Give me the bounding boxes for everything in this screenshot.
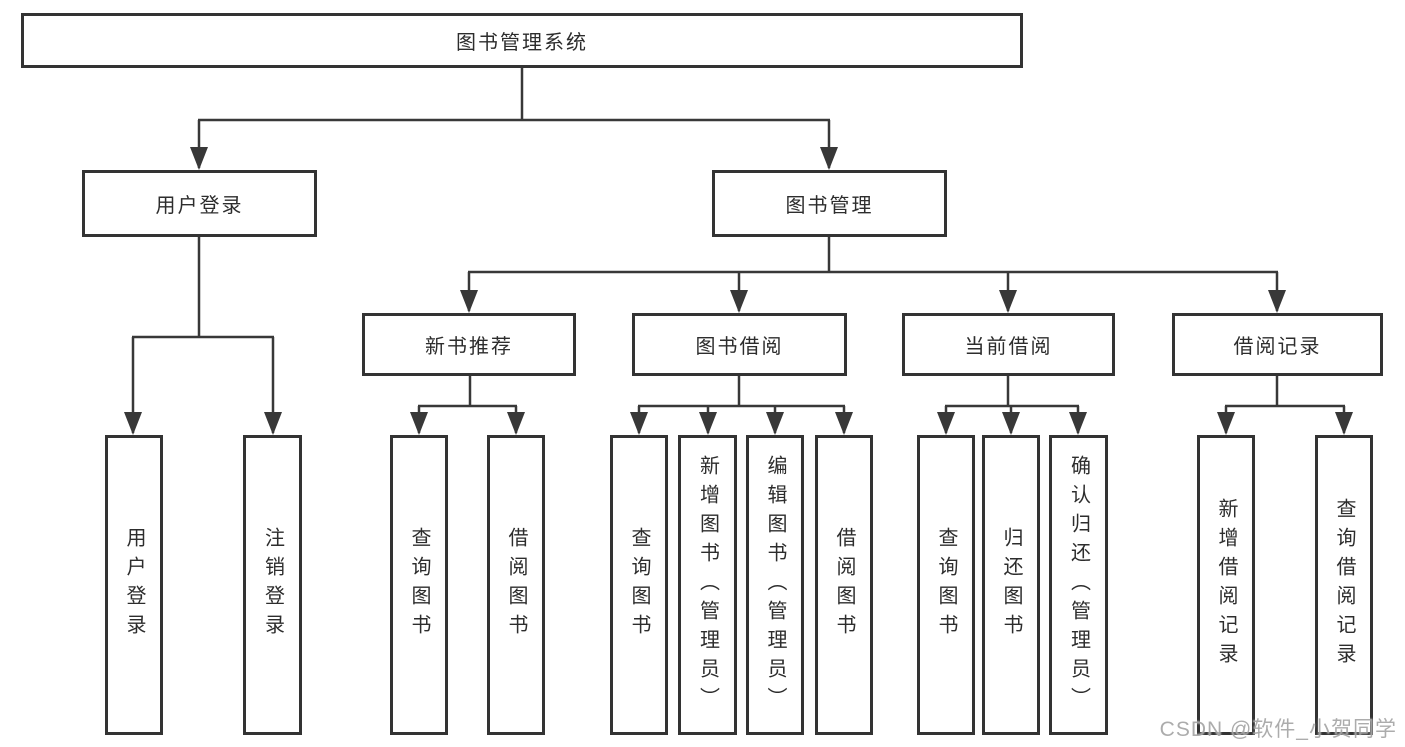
node-leaf-query-books-recommend: 查询图书: [390, 435, 448, 735]
node-book-management: 图书管理: [712, 170, 947, 237]
node-leaf-borrow-books-borrowing: 借阅图书: [815, 435, 873, 735]
node-leaf-add-borrow-record: 新增借阅记录: [1197, 435, 1255, 735]
node-label: 借阅记录: [1233, 336, 1322, 358]
node-user-login: 用户登录: [82, 170, 317, 237]
node-label: 当前借阅: [964, 336, 1053, 358]
node-label: 图书管理系统: [456, 32, 588, 54]
node-label: 新书推荐: [425, 336, 513, 358]
node-leaf-edit-books-admin: 编辑图书（管理员）: [746, 435, 804, 735]
node-leaf-query-books-current: 查询图书: [917, 435, 975, 735]
node-leaf-confirm-return-admin: 确认归还（管理员）: [1049, 435, 1108, 735]
node-leaf-logout: 注销登录: [243, 435, 302, 735]
node-book-borrowing: 图书借阅: [632, 313, 847, 376]
node-label: 用户登录: [155, 195, 244, 217]
node-label: 查询图书: [408, 527, 430, 643]
node-leaf-query-books-borrowing: 查询图书: [610, 435, 668, 735]
node-label: 注销登录: [261, 527, 284, 643]
node-label: 确认归还（管理员）: [1067, 454, 1090, 716]
node-leaf-add-books-admin: 新增图书（管理员）: [678, 435, 737, 735]
node-label: 查询借阅记录: [1333, 498, 1355, 672]
node-library-management-system: 图书管理系统: [21, 13, 1023, 68]
node-new-book-recommendation: 新书推荐: [362, 313, 576, 376]
node-leaf-user-login: 用户登录: [105, 435, 163, 735]
node-label: 用户登录: [123, 527, 145, 643]
node-label: 查询图书: [628, 527, 650, 643]
node-label: 查询图书: [935, 527, 957, 643]
node-leaf-borrow-books-recommend: 借阅图书: [487, 435, 545, 735]
node-leaf-return-books: 归还图书: [982, 435, 1040, 735]
node-label: 图书管理: [785, 195, 874, 217]
node-current-borrowing: 当前借阅: [902, 313, 1115, 376]
node-label: 借阅图书: [505, 527, 527, 643]
node-label: 编辑图书（管理员）: [764, 454, 786, 716]
node-label: 图书借阅: [695, 336, 784, 358]
node-label: 新增图书（管理员）: [696, 454, 719, 716]
node-label: 借阅图书: [833, 527, 855, 643]
node-label: 新增借阅记录: [1215, 498, 1237, 672]
node-leaf-query-borrow-record: 查询借阅记录: [1315, 435, 1373, 735]
node-borrowing-records: 借阅记录: [1172, 313, 1383, 376]
node-label: 归还图书: [1000, 527, 1022, 643]
